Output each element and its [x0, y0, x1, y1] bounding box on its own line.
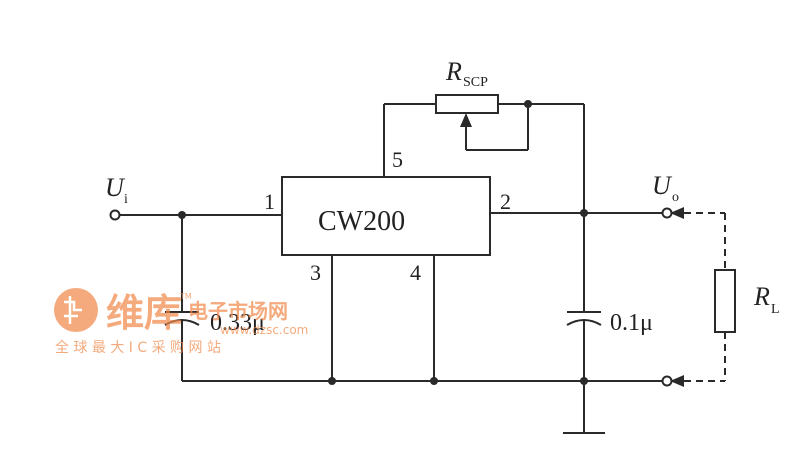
load-arrow-bottom: [670, 375, 684, 387]
pin-5-label: 5: [392, 147, 403, 172]
pin-2-label: 2: [500, 189, 511, 214]
input-terminal: [109, 209, 121, 221]
rl-resistor: [714, 269, 736, 333]
rscp-label: R: [445, 57, 462, 86]
input-voltage-subscript: i: [124, 192, 128, 207]
pin-4-label: 4: [410, 260, 421, 285]
output-voltage-subscript: o: [672, 190, 679, 205]
wiper-arrow: [460, 113, 472, 127]
chip-label: CW200: [318, 206, 405, 237]
watermark-brand: 维库: [106, 291, 182, 335]
watermark-circuit-icon: [64, 296, 82, 324]
output-voltage-label: U: [652, 171, 673, 200]
rl-subscript: L: [771, 302, 780, 317]
rscp-subscript: SCP: [463, 75, 488, 90]
watermark-tagline: 电子市场网: [188, 299, 288, 323]
cap-in-value: 0.33μ: [210, 310, 265, 336]
watermark-tm: TM: [179, 292, 192, 301]
watermark-url: www.dzsc.com: [220, 323, 308, 337]
watermark: 维库 电子市场网 www.dzsc.com TM 全 球 最 大 I C 采 购…: [54, 288, 308, 356]
cw200-chip: [281, 176, 491, 256]
load-arrow-top: [670, 207, 684, 219]
input-voltage-label: U: [105, 173, 126, 202]
rl-label: R: [753, 282, 770, 311]
pin-3-label: 3: [310, 260, 321, 285]
pin-1-label: 1: [264, 189, 275, 214]
rscp-resistor: [435, 94, 499, 114]
ground-junction-pin3: [328, 377, 336, 385]
watermark-subtitle: 全 球 最 大 I C 采 购 网 站: [55, 339, 221, 356]
ground-junction-pin4: [430, 377, 438, 385]
cap-out-value: 0.1μ: [610, 310, 653, 336]
